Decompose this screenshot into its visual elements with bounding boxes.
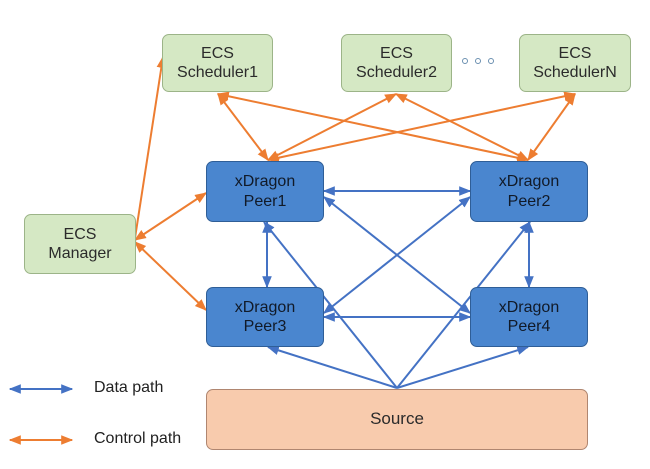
peer2-node: xDragon Peer2	[470, 161, 588, 222]
source-node: Source	[206, 389, 588, 450]
ellipsis-dot	[462, 58, 468, 64]
arrow-schedulerN-peer1	[266, 91, 577, 163]
manager-label-line2: Manager	[48, 245, 112, 262]
ellipsis-dots	[462, 58, 494, 64]
legend-control-path-label: Control path	[94, 430, 182, 447]
arrow-source-peer3	[266, 345, 398, 389]
arrow-manager-peer1	[133, 192, 208, 241]
legend-data-path-label: Data path	[94, 379, 164, 396]
scheduler1-node: ECS Scheduler1	[162, 34, 273, 92]
arrow-schedulerN-peer2	[527, 93, 576, 161]
control-path-arrows	[8, 55, 577, 445]
arrow-scheduler2-peer2	[394, 93, 530, 161]
ellipsis-dot	[488, 58, 494, 64]
arrow-peer2-peer3	[323, 196, 471, 314]
scheduler1-label-line1: ECS	[201, 44, 234, 62]
schedulerN-label-line2: SchedulerN	[533, 64, 617, 81]
peer3-label-line2: Peer3	[243, 318, 287, 335]
peer1-label-line1: xDragon	[234, 173, 296, 191]
peer4-label-line2: Peer4	[507, 318, 551, 335]
arrow-manager-scheduler1	[134, 55, 167, 239]
arrow-source-peer1	[263, 221, 398, 389]
arrow-scheduler1-peer2	[216, 91, 530, 163]
schedulerN-label-line1: ECS	[558, 44, 592, 62]
manager-label-line1: ECS	[63, 225, 97, 243]
peer3-label-line1: xDragon	[234, 298, 296, 316]
arrow-source-peer4	[396, 345, 530, 389]
arrow-manager-peer3	[134, 241, 207, 311]
arrow-source-peer2	[396, 221, 531, 389]
source-label: Source	[370, 409, 424, 429]
peer2-label-line1: xDragon	[498, 173, 560, 191]
scheduler2-label-line1: ECS	[380, 44, 413, 62]
scheduler1-label-line2: Scheduler1	[177, 64, 258, 81]
peer1-node: xDragon Peer1	[206, 161, 324, 222]
ellipsis-dot	[475, 58, 481, 64]
data-path-arrows	[8, 186, 534, 394]
schedulerN-node: ECS SchedulerN	[519, 34, 631, 92]
scheduler2-label-line2: Scheduler2	[356, 64, 437, 81]
peer3-node: xDragon Peer3	[206, 287, 324, 347]
peer4-node: xDragon Peer4	[470, 287, 588, 347]
peer1-label-line2: Peer1	[243, 192, 287, 210]
manager-node: ECS Manager	[24, 214, 136, 274]
scheduler2-node: ECS Scheduler2	[341, 34, 452, 92]
peer2-label-line2: Peer2	[507, 192, 551, 210]
peer4-label-line1: xDragon	[498, 298, 560, 316]
